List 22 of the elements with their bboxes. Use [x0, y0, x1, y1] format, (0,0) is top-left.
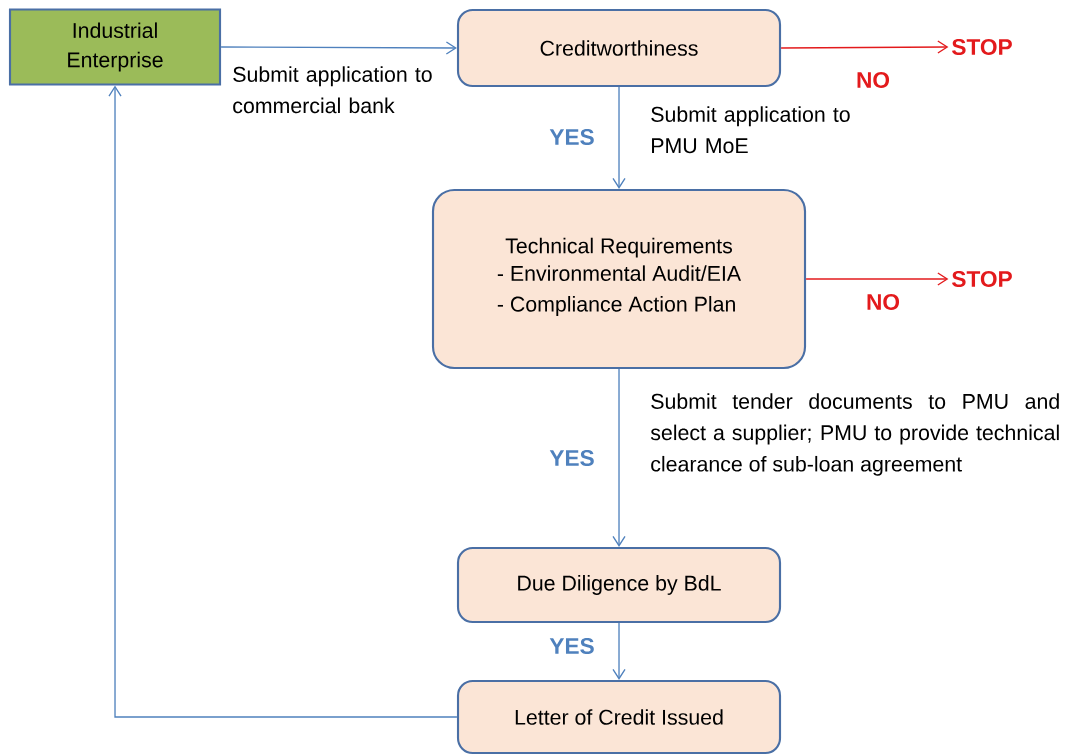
- note-text: Submit tender documents to PMU and select a supplier; PMU to provide technical clearance of sub-loan agreement: [650, 393, 1059, 476]
- arrow: [108, 85, 458, 718]
- process-box: Technical Requirements - Environmental Audit/EIA - Compliance Action Plan: [431, 188, 807, 370]
- process-box: Creditworthiness: [456, 8, 782, 88]
- edge-label: YES: [548, 127, 596, 147]
- stop-label: STOP: [952, 270, 1012, 288]
- edge-label: YES: [548, 448, 596, 468]
- arrow: [612, 368, 626, 547]
- process-box: Due Diligence by BdL: [456, 546, 782, 624]
- note-text: Submit application to commercial bank: [233, 66, 432, 114]
- edge-label: NO: [854, 70, 892, 90]
- process-box: Letter of Credit Issued: [456, 679, 782, 755]
- arrow: [780, 40, 949, 54]
- edge-label: YES: [548, 636, 596, 656]
- arrow: [612, 622, 626, 680]
- stop-label: STOP: [952, 38, 1012, 56]
- process-box: Industrial Enterprise: [8, 8, 222, 86]
- note-text: Submit application to PMU MoE: [651, 106, 850, 154]
- arrow: [612, 86, 626, 189]
- edge-label: NO: [864, 292, 902, 312]
- arrow: [220, 41, 457, 55]
- arrow: [805, 272, 949, 286]
